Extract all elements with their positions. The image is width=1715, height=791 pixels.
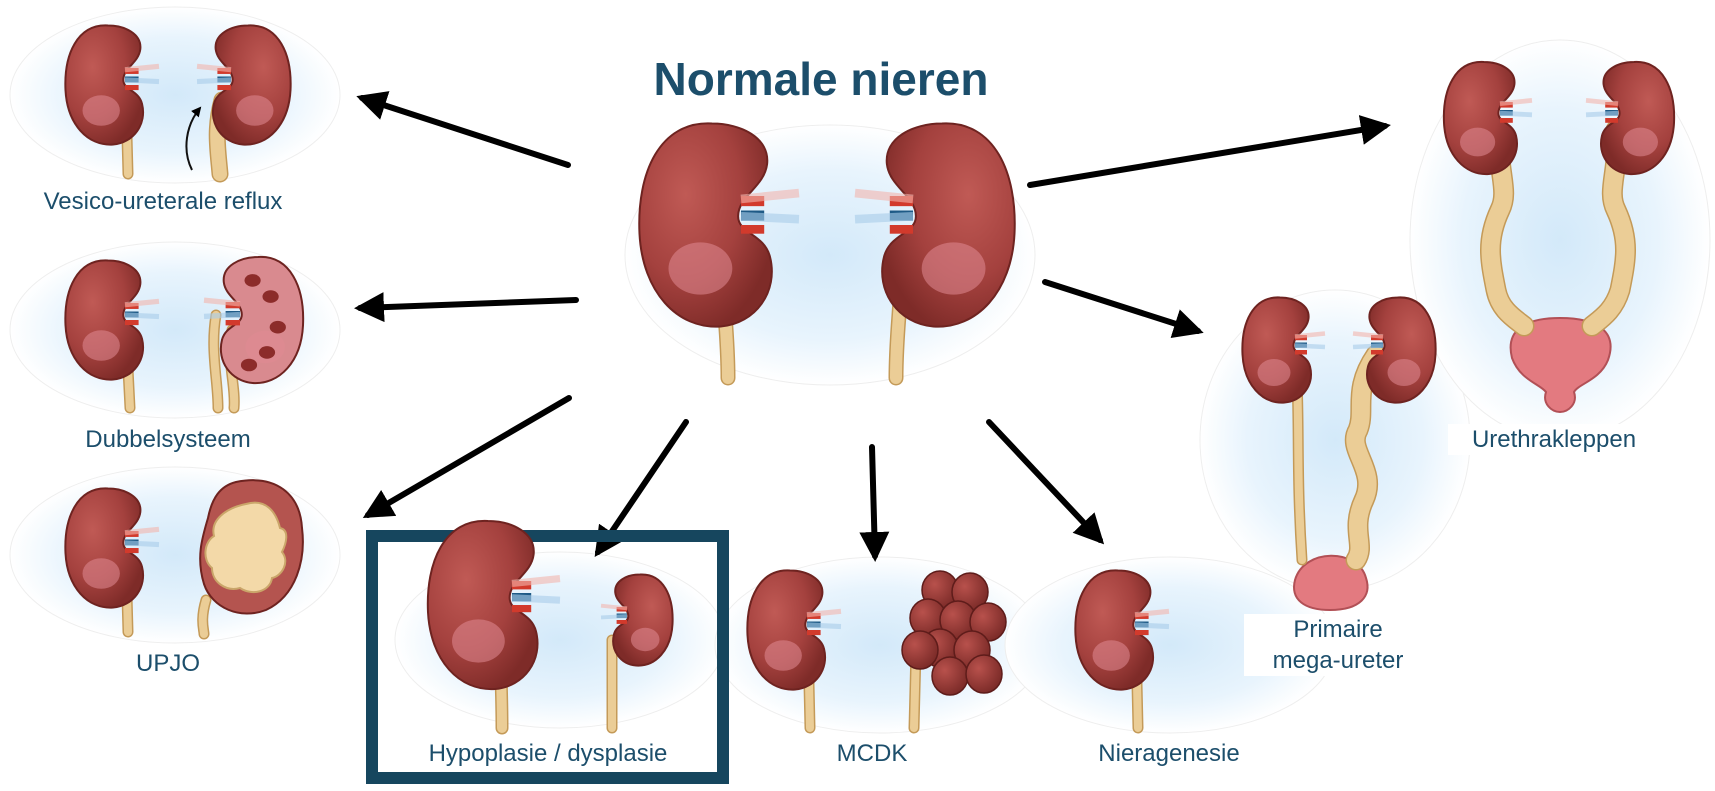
calyx-4 bbox=[241, 359, 257, 372]
upjo-hydronephrosis bbox=[200, 480, 303, 613]
calyx-2 bbox=[270, 321, 286, 334]
cyst-7 bbox=[932, 657, 968, 695]
arrow-to-mcdk bbox=[872, 447, 875, 556]
calyx-1 bbox=[263, 290, 279, 303]
label-valves: Urethrakleppen bbox=[1448, 424, 1660, 455]
label-upjo: UPJO bbox=[120, 648, 216, 679]
arrow-to-megaureter bbox=[1045, 282, 1198, 331]
duplex-right-ureter-1 bbox=[214, 315, 218, 408]
label-megaureter-line-2: mega-ureter bbox=[1244, 645, 1432, 676]
arrow-to-valves bbox=[1030, 126, 1385, 185]
calyx-0 bbox=[245, 274, 261, 287]
cyst-9 bbox=[902, 631, 938, 669]
arrow-to-reflux bbox=[362, 98, 568, 165]
arrow-to-duplex bbox=[360, 300, 576, 308]
label-reflux: Vesico-ureterale reflux bbox=[22, 186, 304, 217]
label-megaureter-line-1: Primaire bbox=[1244, 614, 1432, 645]
upjo-right-ureter bbox=[203, 600, 206, 634]
label-hypoplasia: Hypoplasie / dysplasie bbox=[402, 738, 694, 769]
label-mcdk: MCDK bbox=[822, 738, 922, 769]
arrow-to-agenesis bbox=[989, 422, 1100, 540]
label-duplex: Dubbelsysteem bbox=[58, 424, 278, 455]
cyst-8 bbox=[966, 655, 1002, 693]
label-megaureter: Primaire mega-ureter bbox=[1244, 614, 1432, 676]
calyx-3 bbox=[259, 346, 275, 359]
label-agenesis: Nieragenesie bbox=[1082, 738, 1256, 769]
diagram-title: Normale nieren bbox=[600, 56, 1042, 102]
arrow-to-upjo bbox=[368, 398, 569, 515]
